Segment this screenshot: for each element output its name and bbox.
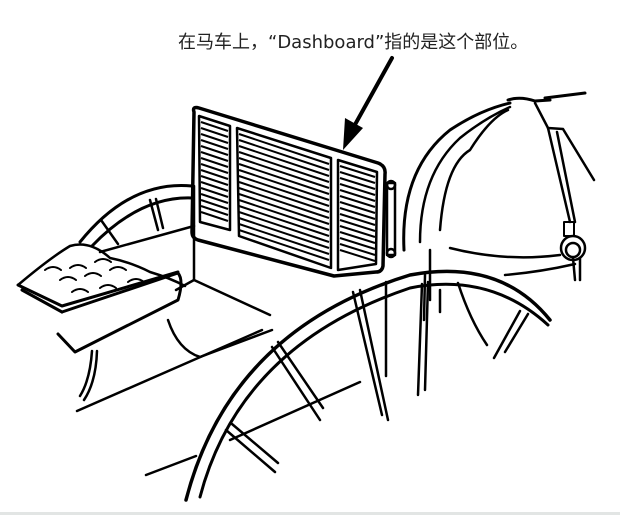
footer-band xyxy=(0,512,620,515)
carriage-body xyxy=(16,183,362,477)
annotation-arrow-icon xyxy=(343,56,394,150)
caption: 在马车上，“Dashboard”指的是这个部位。 xyxy=(178,32,529,53)
front-wheel xyxy=(184,269,552,502)
dashboard-panel xyxy=(190,105,397,278)
horse-harness xyxy=(402,91,596,322)
